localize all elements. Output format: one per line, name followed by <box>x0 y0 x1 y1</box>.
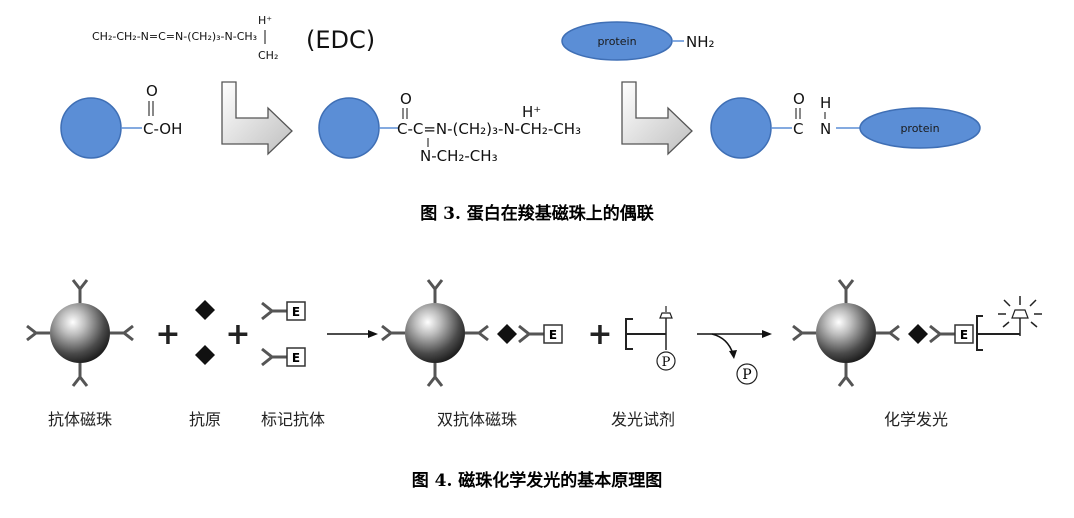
reaction-arrow-1 <box>221 81 293 156</box>
fig3-diagram: CH₂-CH₂-N=C=N-(CH₂)₃-N-CH₃ H⁺ CH₂ (EDC) … <box>60 14 981 224</box>
label-antibody-bead: 抗体磁珠 <box>48 410 112 429</box>
intermediate-bead <box>318 97 380 159</box>
intermediate-chain: C-C=N-(CH₂)₃-N-CH₂-CH₃ <box>397 120 581 138</box>
antibody-spokes <box>26 279 134 387</box>
enzyme-box <box>286 347 306 367</box>
enzyme-letter: E <box>549 328 557 342</box>
protein-label-top: protein <box>597 35 636 48</box>
edc-ch3: CH₂ <box>258 49 278 62</box>
antibody-bead-icon <box>26 279 134 387</box>
bead2-oxygen: O <box>400 90 412 108</box>
enzyme-box <box>543 324 563 344</box>
product-bead <box>710 97 772 159</box>
label-antigen: 抗原 <box>189 410 221 429</box>
glowing-lamp-icon <box>998 296 1042 328</box>
luminescent-reagent-icon: P <box>625 306 676 371</box>
plus-sign-1: + <box>155 317 180 352</box>
released-phosphate-label: P <box>742 367 751 383</box>
phosphate-label: P <box>662 355 671 370</box>
enzyme-box <box>286 301 306 321</box>
edc-formula: CH₂-CH₂-N=C=N-(CH₂)₃-N-CH₃ <box>92 30 257 43</box>
magnetic-bead-ball <box>816 303 876 363</box>
edc-h-plus: H⁺ <box>258 14 272 27</box>
carboxyl-bead <box>60 97 122 159</box>
enzyme-letter: E <box>960 328 968 342</box>
antigen-diamond-2 <box>195 345 215 365</box>
edc-label: (EDC) <box>306 26 375 54</box>
enzyme-letter: E <box>292 305 300 319</box>
intermediate-sub: N-CH₂-CH₃ <box>420 147 498 165</box>
intermediate-h-plus: H⁺ <box>522 103 541 121</box>
label-chemiluminescence: 化学发光 <box>884 410 948 429</box>
label-double-antibody-bead: 双抗体磁珠 <box>437 410 517 429</box>
antigen-diamond-1 <box>195 300 215 320</box>
fig4-diagram: + + E E <box>26 279 1042 491</box>
magnetic-bead-ball <box>50 303 110 363</box>
plus-sign-2: + <box>225 317 250 352</box>
enzyme-box <box>954 324 974 344</box>
enzyme-letter: E <box>292 351 300 365</box>
product-carbon: C <box>793 120 803 138</box>
bound-antigen-final <box>908 324 928 344</box>
double-antibody-bead-icon <box>381 279 489 387</box>
plus-sign-3: + <box>587 317 612 352</box>
product-nitrogen: N <box>820 120 831 138</box>
cooh-label: C-OH <box>143 120 182 138</box>
reaction-arrow-head <box>762 330 772 338</box>
labeled-antibody-2: E <box>261 347 306 367</box>
figure3-caption: 图 3. 蛋白在羧基磁珠上的偶联 <box>420 203 654 224</box>
protein-label-product: protein <box>900 122 939 135</box>
product-oxygen: O <box>793 90 805 108</box>
bound-antigen <box>497 324 517 344</box>
phosphate-circle <box>656 351 676 371</box>
bound-labeled-antibody: E <box>518 324 563 344</box>
bead1-oxygen: O <box>146 82 158 100</box>
reaction-arrow-2 <box>621 81 693 156</box>
process-arrow-head <box>368 330 378 338</box>
labeled-antibody-1: E <box>261 301 306 321</box>
release-arrow-head <box>729 350 737 359</box>
released-phosphate-circle <box>736 363 758 385</box>
bound-labeled-antibody-final: E <box>929 315 1021 351</box>
label-labeled-antibody: 标记抗体 <box>261 410 325 429</box>
lamp-icon <box>659 312 673 319</box>
product-hydrogen: H <box>820 94 831 112</box>
protein-ellipse-product <box>859 107 981 149</box>
magnetic-bead-ball <box>405 303 465 363</box>
label-luminescent-reagent: 发光试剂 <box>611 410 675 429</box>
figure4-caption: 图 4. 磁珠化学发光的基本原理图 <box>412 470 663 491</box>
nh2-label: NH₂ <box>686 33 715 51</box>
chemiluminescence-bead-icon <box>792 279 900 387</box>
